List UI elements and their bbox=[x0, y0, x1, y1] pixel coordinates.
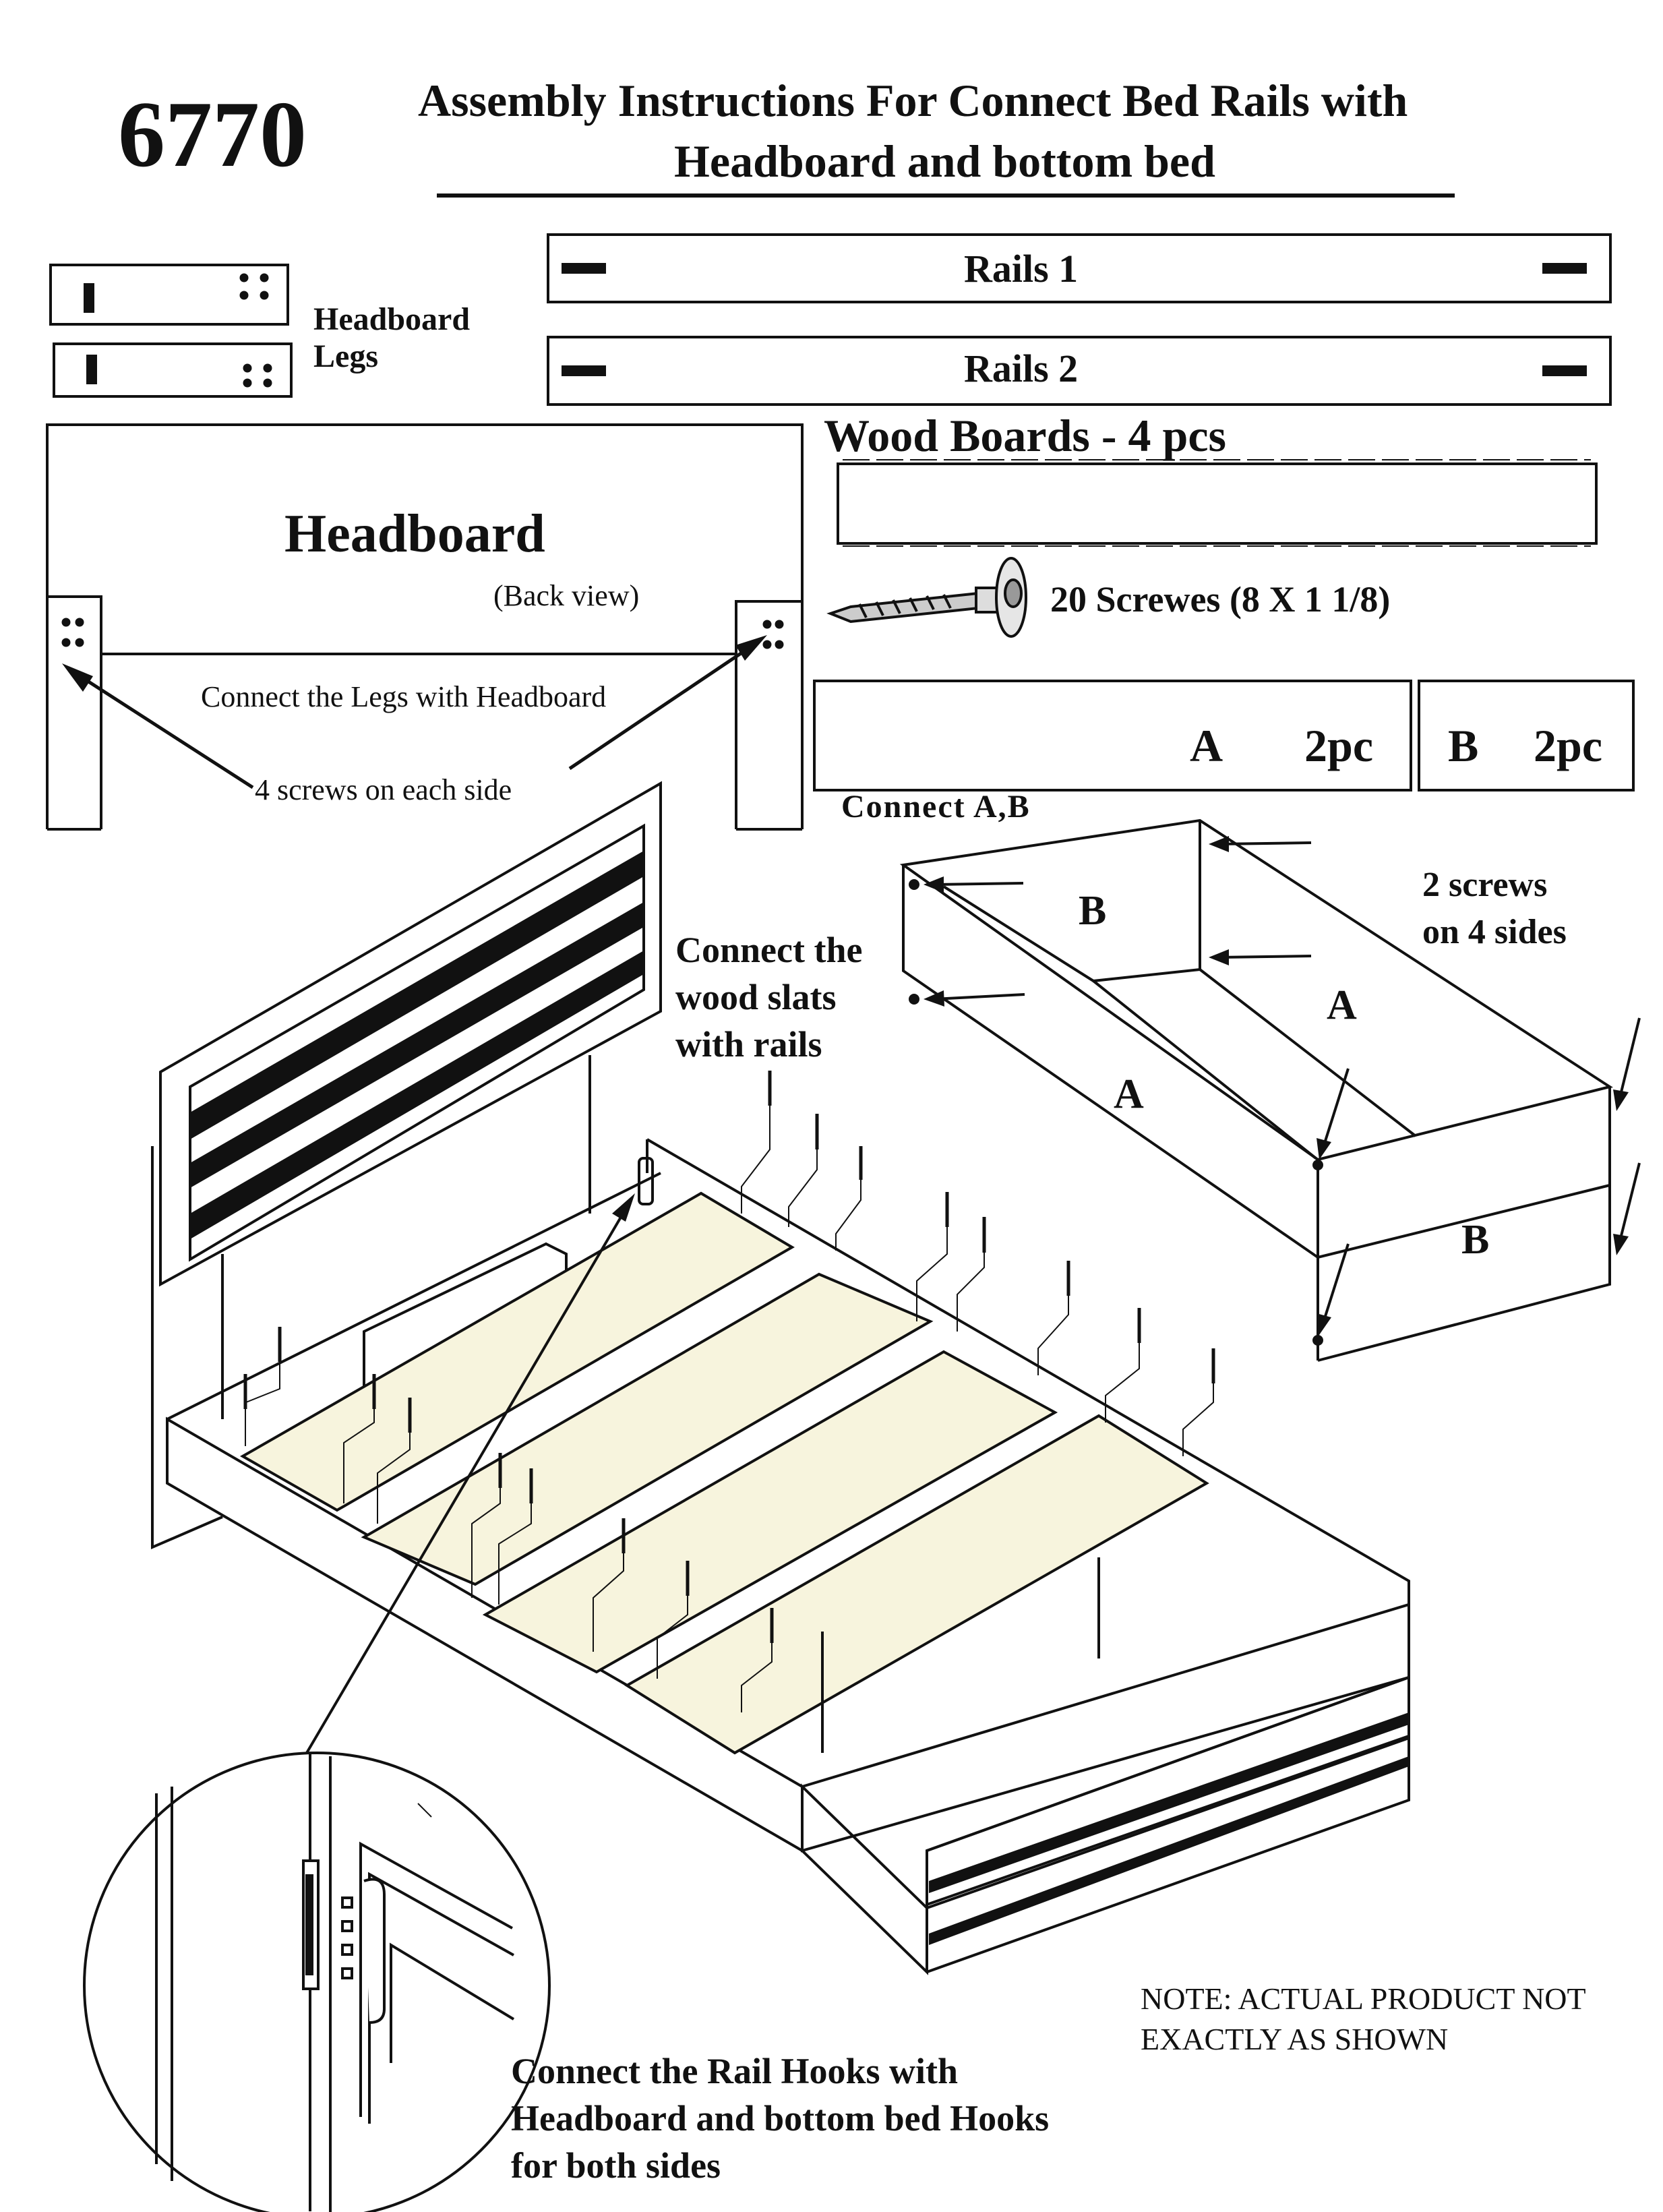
slat-screw-leaders bbox=[245, 1106, 1214, 1712]
box-label-a-far: A bbox=[1327, 982, 1357, 1028]
slat-screws bbox=[243, 1071, 1215, 1643]
headboard-leg-part-1 bbox=[49, 264, 289, 326]
hooks-text-line2: Headboard and bottom bed Hooks bbox=[511, 2098, 1050, 2139]
page-title-line2: Headboard and bottom bed bbox=[674, 136, 1215, 187]
headboard-leg-part-2 bbox=[53, 342, 293, 398]
page-title-line1: Assembly Instructions For Connect Bed Ra… bbox=[418, 75, 1408, 126]
screws-label: 20 Screwes (8 X 1 1/8) bbox=[1050, 579, 1391, 620]
wood-boards-label: Wood Boards - 4 pcs bbox=[824, 410, 1226, 461]
wood-board-part bbox=[837, 462, 1598, 545]
headboard-title: Headboard bbox=[284, 504, 545, 564]
board-a-part bbox=[813, 680, 1412, 791]
slats-text-line2: wood slats bbox=[675, 977, 837, 1017]
slats-text-line3: with rails bbox=[675, 1024, 822, 1065]
board-a-label: A bbox=[1190, 720, 1223, 771]
board-a-count: 2pc bbox=[1304, 720, 1373, 771]
box-screws-line2: on 4 sides bbox=[1422, 913, 1567, 951]
rails-1-label: Rails 1 bbox=[964, 247, 1079, 291]
box-label-a-near: A bbox=[1114, 1071, 1144, 1117]
rails-2-label: Rails 2 bbox=[964, 347, 1079, 390]
connect-legs-text: Connect the Legs with Headboard bbox=[201, 680, 607, 713]
note-line1: NOTE: ACTUAL PRODUCT NOT bbox=[1141, 1981, 1586, 2016]
box-label-b-back: B bbox=[1079, 888, 1107, 934]
rails-2-part bbox=[547, 336, 1612, 406]
headboard-back-view bbox=[46, 423, 804, 831]
box-assembly-diagram bbox=[899, 818, 1613, 1362]
rails-1-part bbox=[547, 233, 1612, 303]
hooks-text-line1: Connect the Rail Hooks with bbox=[511, 2051, 959, 2091]
headboard-subtitle: (Back view) bbox=[493, 579, 640, 612]
box-screw-arrows bbox=[924, 836, 1641, 1335]
model-number: 6770 bbox=[118, 82, 307, 187]
box-screws-line1: 2 screws bbox=[1422, 866, 1548, 904]
box-label-b-front: B bbox=[1461, 1217, 1490, 1263]
screw-icon bbox=[826, 557, 1027, 638]
board-b-label: B bbox=[1448, 720, 1479, 771]
board-b-count: 2pc bbox=[1534, 720, 1602, 771]
headboard-legs-label-line1: Headboard bbox=[313, 301, 471, 337]
board-b-part bbox=[1418, 680, 1635, 791]
connect-ab-title: Connect A,B bbox=[841, 789, 1031, 825]
rail-hook-detail bbox=[83, 1752, 551, 2212]
headboard-legs-label-line2: Legs bbox=[313, 338, 378, 374]
bed-frame-drawing bbox=[151, 781, 1410, 1975]
slats-text-line1: Connect the bbox=[675, 930, 863, 970]
hooks-text-line3: for both sides bbox=[511, 2145, 721, 2186]
screws-each-side-text: 4 screws on each side bbox=[255, 773, 512, 806]
note-line2: EXACTLY AS SHOWN bbox=[1141, 2022, 1449, 2056]
